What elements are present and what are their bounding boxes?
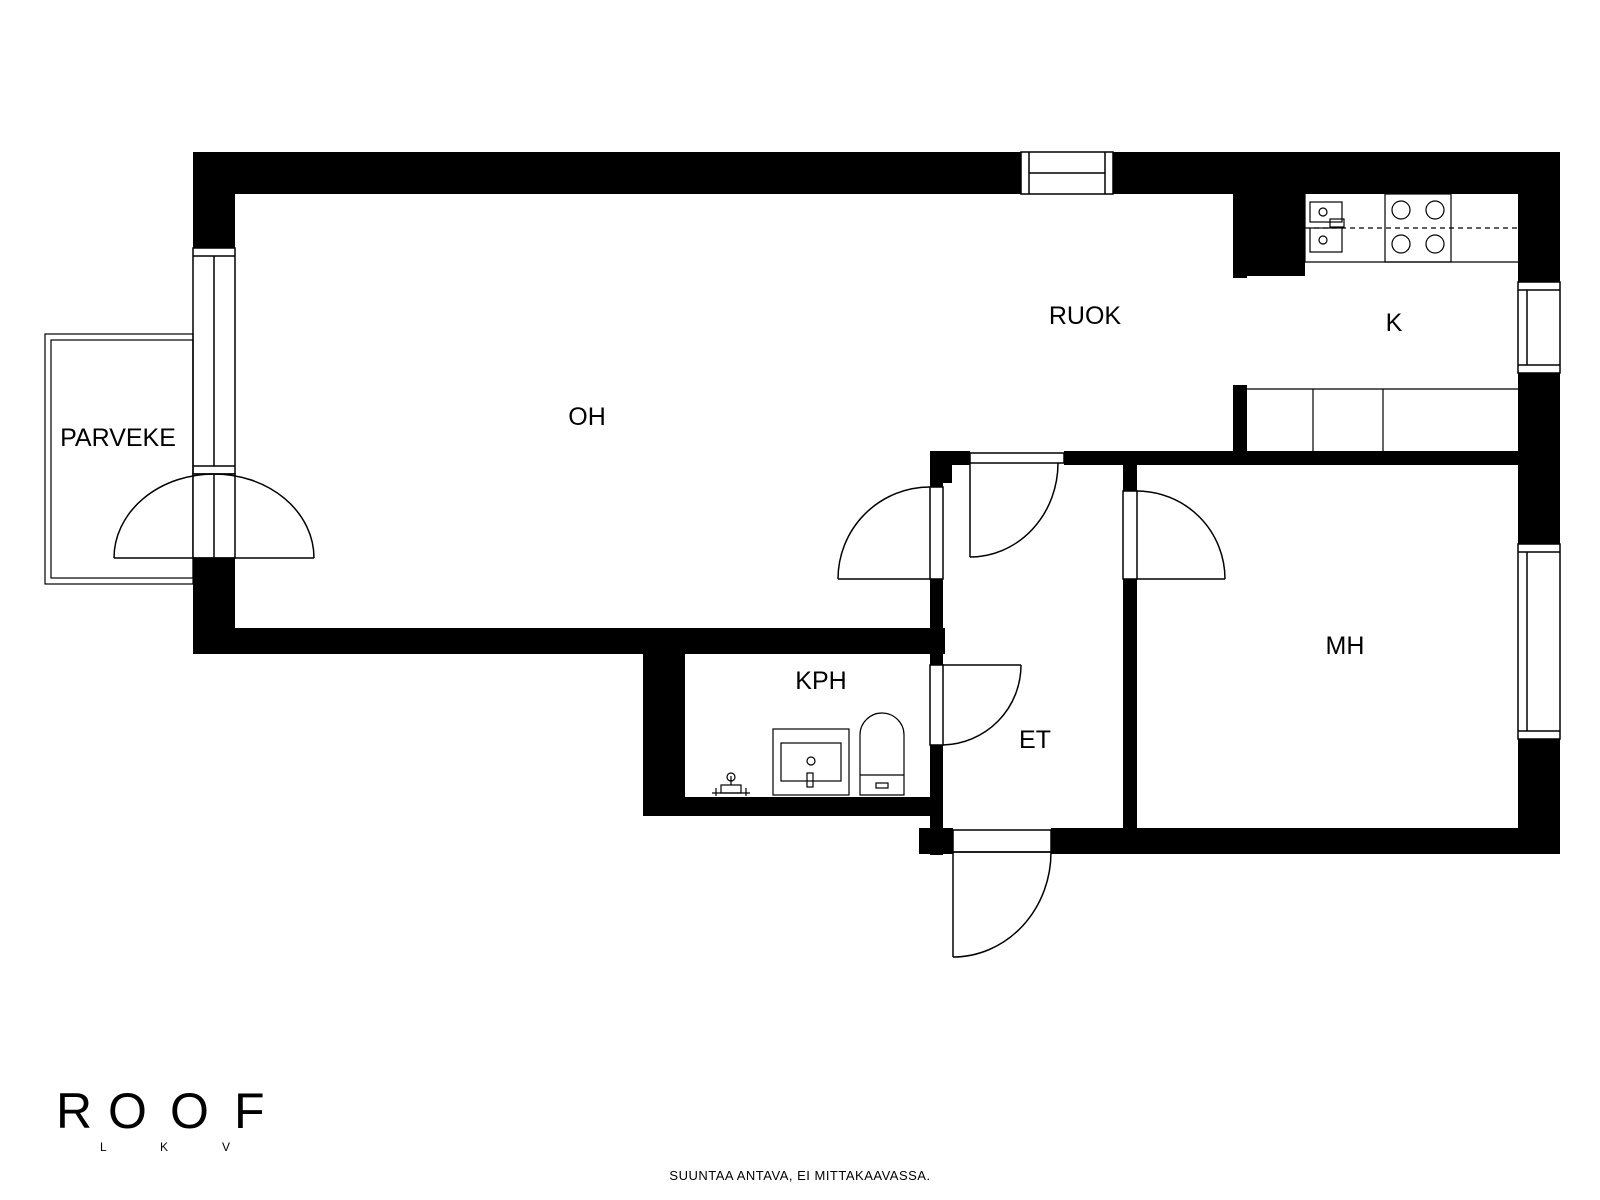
lower-cabinets xyxy=(1247,388,1518,451)
walls xyxy=(193,152,1560,855)
room-label-kph: KPH xyxy=(795,667,846,695)
logo-letter-f: F xyxy=(234,1083,274,1139)
roof-logo: R O O F L K V xyxy=(56,1083,274,1154)
room-label-oh: OH xyxy=(568,403,606,431)
door-balcony xyxy=(113,473,315,559)
door-entrance xyxy=(952,829,1052,958)
window-mh-right xyxy=(1517,543,1561,740)
door-oh-et xyxy=(837,486,944,580)
room-label-parveke: PARVEKE xyxy=(60,424,176,452)
kitchen-fixtures xyxy=(1247,193,1518,451)
room-label-et: ET xyxy=(1019,726,1051,754)
window-top xyxy=(1020,151,1114,195)
logo-sub-k: K xyxy=(160,1140,168,1154)
logo-letter-o1: O xyxy=(108,1083,156,1139)
room-label-ruok: RUOK xyxy=(1049,302,1122,330)
shower-icon xyxy=(712,772,750,796)
windows xyxy=(192,151,1561,740)
bathroom-fixtures xyxy=(712,712,905,796)
logo-sub-l: L xyxy=(100,1140,107,1154)
washbasin-icon xyxy=(772,728,850,796)
room-labels: OH RUOK K PARVEKE KPH ET MH xyxy=(60,302,1403,754)
door-et-top xyxy=(969,452,1065,558)
window-left xyxy=(192,247,236,475)
doors xyxy=(113,452,1226,958)
logo-letter-r: R xyxy=(56,1083,101,1139)
toilet-icon xyxy=(859,712,905,796)
room-label-k: K xyxy=(1386,309,1403,337)
disclaimer-note: SUUNTAA ANTAVA, EI MITTAKAAVASSA. xyxy=(669,1168,931,1183)
room-label-mh: MH xyxy=(1326,632,1365,660)
door-et-mh xyxy=(1122,490,1226,580)
logo-letter-o2: O xyxy=(170,1083,218,1139)
window-kitchen-right xyxy=(1517,281,1561,374)
door-kph xyxy=(929,664,1022,746)
balcony xyxy=(44,333,194,585)
logo-sub-v: V xyxy=(222,1140,230,1154)
sink-icon xyxy=(1309,201,1345,253)
